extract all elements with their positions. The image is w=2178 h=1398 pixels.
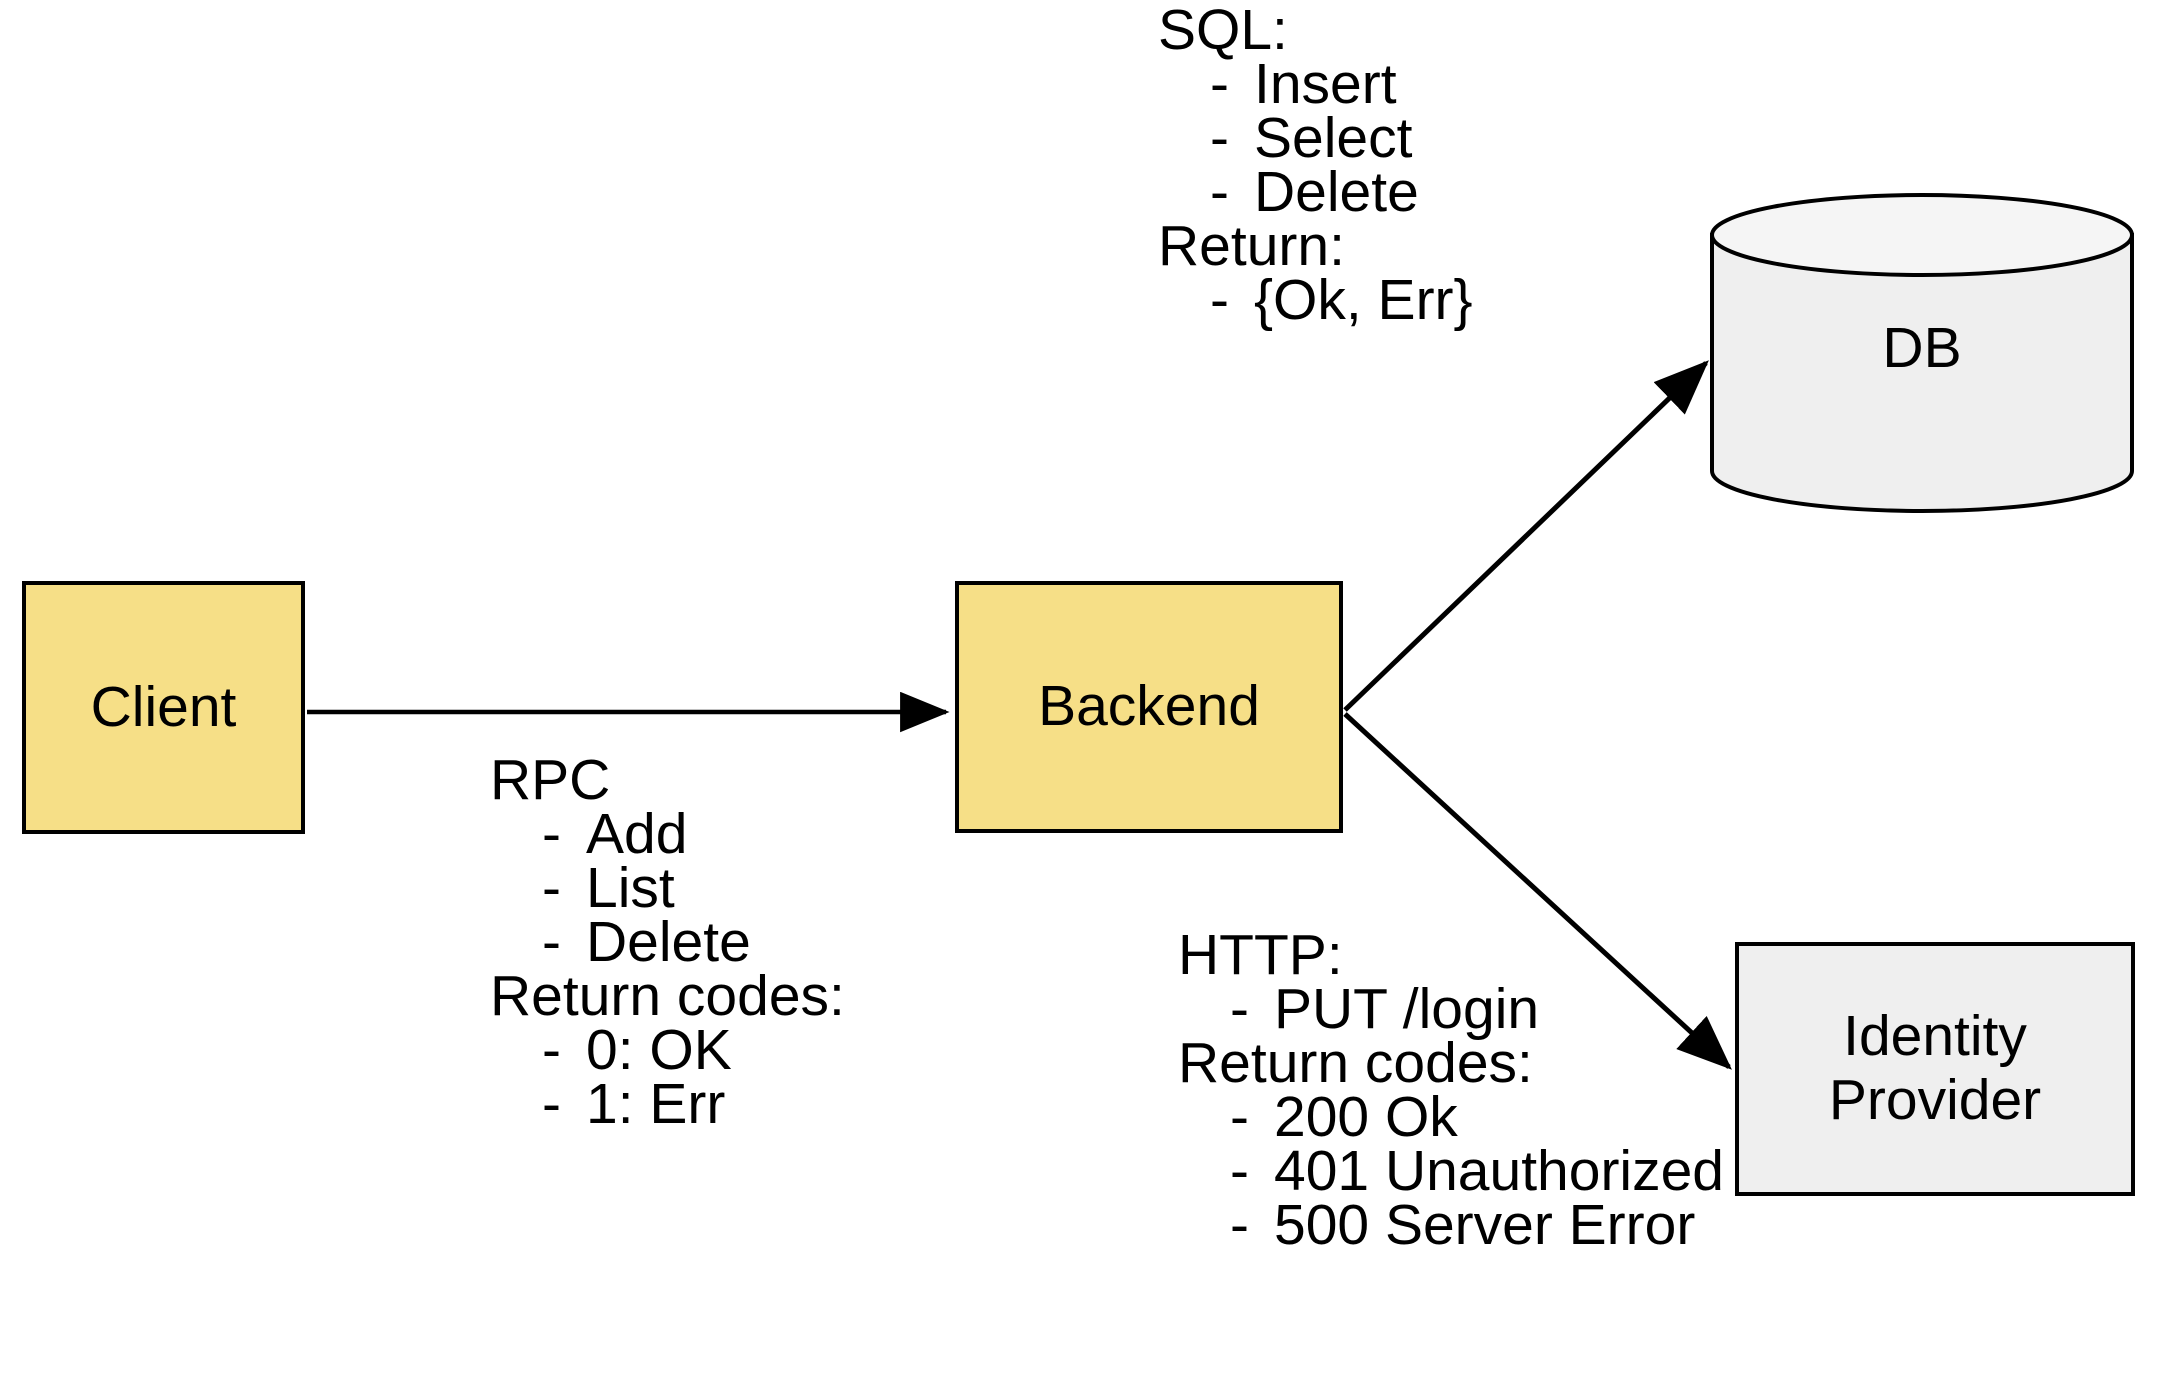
node-client-label: Client <box>90 674 237 739</box>
list-item: - Delete <box>490 910 845 974</box>
list-item: - 1: Err <box>490 1072 845 1136</box>
list-item: - Add <box>490 802 845 866</box>
list-item-label: 0: OK <box>586 1018 732 1082</box>
list-item-label: Delete <box>1254 160 1419 224</box>
annotation-rpc-items: - Add - List - Delete <box>490 802 845 974</box>
annotation-sql-returns: - {Ok, Err} <box>1158 268 1473 332</box>
bullet-dash: - <box>1210 160 1229 224</box>
node-identity-provider-label-line2: Provider <box>1828 1068 2042 1132</box>
database-cylinder-icon <box>1710 193 2134 513</box>
node-client[interactable]: Client <box>22 581 305 834</box>
bullet-dash: - <box>1230 1085 1249 1149</box>
annotation-http-returns: - 200 Ok - 401 Unauthorized - 500 Server… <box>1178 1085 1724 1257</box>
list-item-label: Delete <box>586 910 751 974</box>
node-database[interactable]: DB <box>1710 193 2134 513</box>
annotation-http: HTTP: - PUT /login Return codes: - 200 O… <box>1178 923 1724 1257</box>
bullet-dash: - <box>542 910 561 974</box>
annotation-http-items: - PUT /login <box>1178 977 1724 1041</box>
annotation-sql-items: - Insert - Select - Delete <box>1158 52 1473 224</box>
list-item-label: 1: Err <box>586 1072 726 1136</box>
list-item: - 500 Server Error <box>1178 1193 1724 1257</box>
node-identity-provider[interactable]: Identity Provider <box>1735 942 2135 1196</box>
annotation-sql-heading: SQL: <box>1158 0 1288 62</box>
list-item-label: PUT /login <box>1274 977 1540 1041</box>
list-item: - 0: OK <box>490 1018 845 1082</box>
list-item-label: Insert <box>1254 52 1397 116</box>
bullet-dash: - <box>1210 268 1229 332</box>
list-item: - {Ok, Err} <box>1158 268 1473 332</box>
annotation-rpc-subheading: Return codes: <box>490 964 845 1028</box>
node-backend-label: Backend <box>1038 674 1260 739</box>
node-identity-provider-label-line1: Identity <box>1843 1004 2027 1069</box>
annotation-http-subheading: Return codes: <box>1178 1031 1533 1095</box>
bullet-dash: - <box>1210 106 1229 170</box>
bullet-dash: - <box>1230 1139 1249 1203</box>
annotation-http-heading: HTTP: <box>1178 923 1343 987</box>
bullet-dash: - <box>542 1072 561 1136</box>
list-item: - Insert <box>1158 52 1473 116</box>
list-item-label: {Ok, Err} <box>1254 268 1473 332</box>
node-backend[interactable]: Backend <box>955 581 1343 833</box>
list-item-label: 401 Unauthorized <box>1274 1139 1724 1203</box>
list-item: - List <box>490 856 845 920</box>
list-item-label: Add <box>586 802 688 866</box>
annotation-rpc: RPC - Add - List - Delete Return codes: … <box>490 748 845 1136</box>
list-item: - Delete <box>1158 160 1473 224</box>
edge-backend-to-db <box>1343 360 1709 712</box>
list-item-label: 500 Server Error <box>1274 1193 1696 1257</box>
annotation-rpc-heading: RPC <box>490 748 611 812</box>
bullet-dash: - <box>542 802 561 866</box>
annotation-rpc-returns: - 0: OK - 1: Err <box>490 1018 845 1136</box>
annotation-sql: SQL: - Insert - Select - Delete Return: … <box>1158 0 1473 332</box>
node-database-label: DB <box>1882 316 1962 380</box>
bullet-dash: - <box>1210 52 1229 116</box>
node-identity-provider-label: Identity Provider <box>1828 1004 2042 1133</box>
list-item: - PUT /login <box>1178 977 1724 1041</box>
bullet-dash: - <box>542 856 561 920</box>
bullet-dash: - <box>542 1018 561 1082</box>
list-item-label: Select <box>1254 106 1413 170</box>
list-item: - Select <box>1158 106 1473 170</box>
list-item: - 401 Unauthorized <box>1178 1139 1724 1203</box>
bullet-dash: - <box>1230 977 1249 1041</box>
list-item-label: List <box>586 856 675 920</box>
annotation-sql-subheading: Return: <box>1158 214 1345 278</box>
list-item-label: 200 Ok <box>1274 1085 1458 1149</box>
bullet-dash: - <box>1230 1193 1249 1257</box>
list-item: - 200 Ok <box>1178 1085 1724 1149</box>
